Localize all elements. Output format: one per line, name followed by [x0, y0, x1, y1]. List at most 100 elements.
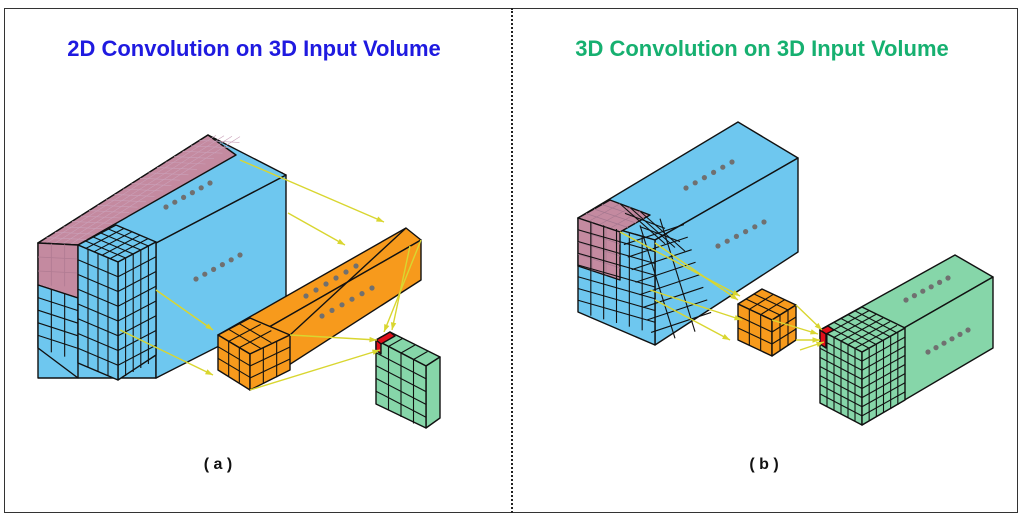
grid-line	[148, 172, 189, 176]
grid-line	[100, 232, 142, 251]
ellipsis-dot	[957, 331, 963, 337]
grid-line	[861, 354, 906, 380]
projection-line	[654, 299, 731, 341]
grid-line	[53, 135, 225, 245]
grid-line	[108, 228, 149, 247]
grid-line	[131, 183, 172, 186]
ellipsis-dot	[933, 345, 939, 351]
arrowhead	[732, 290, 740, 296]
grid-line	[760, 299, 785, 316]
grid-line	[635, 261, 696, 283]
b-kernel-left-grid	[737, 309, 773, 351]
ellipsis-dot	[903, 297, 909, 303]
panel-b-out-dots-side	[925, 327, 971, 355]
grid-line	[577, 229, 621, 245]
panel-b-kernel-cube	[737, 288, 797, 357]
panel-a-dots-top	[163, 180, 213, 210]
grid-line	[861, 391, 906, 417]
grid-line	[819, 375, 863, 399]
arrowhead	[376, 216, 384, 222]
ellipsis-dot	[163, 204, 169, 210]
grid-line	[165, 161, 206, 165]
ellipsis-dot	[683, 185, 689, 191]
grid-line	[413, 351, 428, 360]
grid-line	[861, 345, 906, 371]
grid-line	[737, 315, 773, 333]
grid-line	[117, 271, 157, 292]
ellipsis-dot	[937, 279, 943, 285]
panel-a-output-map	[375, 331, 441, 429]
ellipsis-dot	[369, 285, 375, 291]
panel-a-kernel	[217, 227, 422, 391]
grid-line	[54, 231, 96, 235]
grid-line	[217, 346, 251, 367]
shapes-layer	[37, 121, 994, 429]
ellipsis-dot	[928, 284, 934, 290]
grid-line	[182, 150, 223, 154]
grid-line	[375, 390, 427, 418]
grid-line	[37, 256, 79, 260]
grid-line	[577, 287, 656, 312]
grid-line	[117, 330, 157, 351]
grid-line	[85, 240, 126, 259]
output-top-grid	[388, 338, 428, 360]
grid-line	[577, 276, 656, 300]
projection-line	[249, 349, 381, 391]
kernel-region-top-grid	[45, 135, 241, 245]
ellipsis-dot	[965, 327, 971, 333]
arrowhead	[337, 238, 345, 245]
panel-b-title: 3D Convolution on 3D Input Volume	[575, 36, 949, 61]
ellipsis-dot	[724, 238, 730, 244]
grid-line	[388, 338, 403, 347]
grid-line	[101, 234, 141, 256]
stack-front-grid	[117, 246, 157, 376]
ellipsis-dot	[172, 199, 178, 205]
arrowhead	[384, 324, 390, 332]
panel-b-out-dots-top	[903, 275, 951, 303]
ellipsis-dot	[193, 276, 199, 282]
stack-left-grid	[77, 249, 119, 376]
ellipsis-dot	[349, 296, 355, 302]
kernel-edge	[289, 227, 407, 336]
panel-b-output-volume	[819, 254, 994, 426]
grid-line	[97, 204, 138, 208]
grid-line	[861, 382, 906, 408]
arrowhead	[810, 329, 818, 335]
grid-line	[847, 321, 891, 346]
grid-line	[117, 344, 157, 366]
ellipsis-dot	[329, 307, 335, 313]
panel-a-kernel-dots-side	[319, 285, 375, 319]
kernel-front-top-grid	[228, 323, 272, 349]
grid-line	[46, 237, 87, 240]
projection-line	[287, 212, 346, 246]
grid-line	[861, 373, 906, 399]
grid-line	[375, 377, 427, 405]
projection-line	[619, 231, 741, 297]
grid-line	[840, 317, 884, 342]
grid-line	[139, 177, 181, 181]
grid-line	[156, 167, 198, 170]
grid-line	[77, 288, 119, 307]
grid-line	[639, 274, 700, 296]
grid-line	[92, 236, 134, 255]
grid-line	[190, 145, 232, 149]
grid-line	[771, 316, 797, 333]
grid-line	[577, 253, 621, 269]
ellipsis-dot	[343, 269, 349, 275]
grid-line	[77, 273, 119, 293]
ellipsis-dot	[333, 275, 339, 281]
projection-line	[649, 289, 743, 321]
grid-line	[623, 224, 685, 246]
grid-line	[80, 215, 121, 219]
grid-line	[771, 328, 797, 345]
grid-line	[63, 226, 104, 230]
grid-line	[77, 259, 119, 278]
grid-line	[819, 356, 863, 380]
ellipsis-dot	[733, 233, 740, 239]
grid-line	[598, 206, 632, 226]
grid-line	[239, 323, 272, 344]
panel-b-dots-top	[683, 159, 735, 191]
grid-line	[861, 336, 906, 362]
arrowhead	[814, 322, 822, 330]
grid-line	[109, 238, 149, 260]
